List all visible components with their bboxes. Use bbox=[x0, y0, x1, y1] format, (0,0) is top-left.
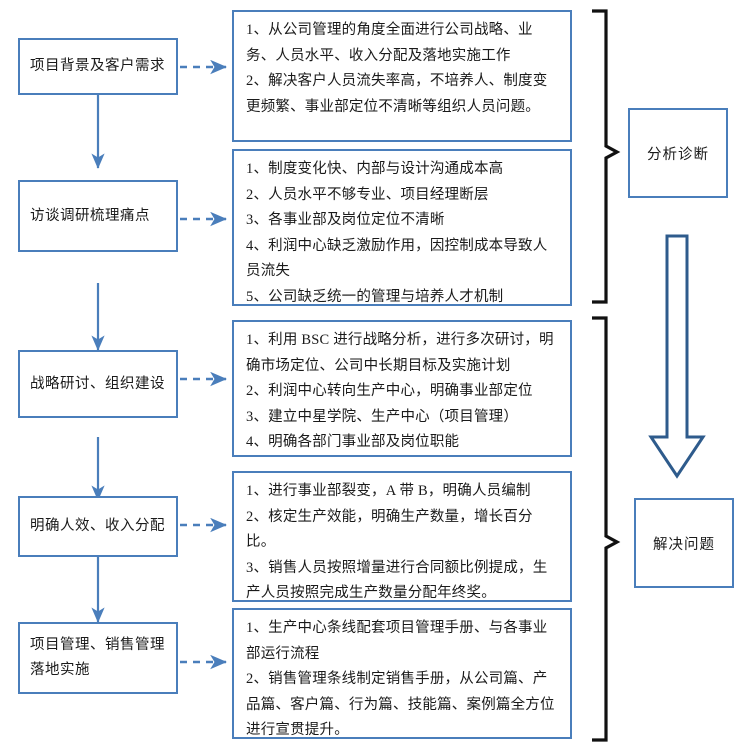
detail-box-5[interactable]: 1、生产中心条线配套项目管理手册、与各事业部运行流程 2、销售管理条线制定销售手… bbox=[232, 608, 572, 739]
detail-text-1: 1、从公司管理的角度全面进行公司战略、业务、人员水平、收入分配及落地实施工作 2… bbox=[246, 22, 548, 115]
process-box-2[interactable]: 访谈调研梳理痛点 bbox=[18, 180, 178, 252]
detail-box-3[interactable]: 1、利用 BSC 进行战略分析，进行多次研讨，明确市场定位、公司中长期目标及实施… bbox=[232, 320, 572, 457]
block-down-arrow-icon bbox=[648, 234, 706, 479]
phase-label-solution: 解决问题 bbox=[653, 536, 715, 553]
process-box-4[interactable]: 明确人效、收入分配 bbox=[18, 496, 178, 557]
detail-box-2[interactable]: 1、制度变化快、内部与设计沟通成本高 2、人员水平不够专业、项目经理断层 3、各… bbox=[232, 149, 572, 306]
process-label-5: 项目管理、销售管理落地实施 bbox=[30, 637, 165, 678]
process-label-4: 明确人效、收入分配 bbox=[30, 518, 165, 534]
phase-label-analysis: 分析诊断 bbox=[647, 146, 709, 163]
process-box-1[interactable]: 项目背景及客户需求 bbox=[18, 38, 178, 95]
process-label-3: 战略研讨、组织建设 bbox=[30, 375, 165, 392]
detail-text-5: 1、生产中心条线配套项目管理手册、与各事业部运行流程 2、销售管理条线制定销售手… bbox=[246, 620, 555, 738]
process-box-5[interactable]: 项目管理、销售管理落地实施 bbox=[18, 622, 178, 694]
brace-lower bbox=[592, 316, 621, 742]
detail-box-4[interactable]: 1、进行事业部裂变，A 带 B，明确人员编制 2、核定生产效能，明确生产数量，增… bbox=[232, 471, 572, 602]
detail-text-2: 1、制度变化快、内部与设计沟通成本高 2、人员水平不够专业、项目经理断层 3、各… bbox=[246, 161, 548, 305]
process-label-1: 项目背景及客户需求 bbox=[30, 58, 165, 74]
detail-box-1[interactable]: 1、从公司管理的角度全面进行公司战略、业务、人员水平、收入分配及落地实施工作 2… bbox=[232, 10, 572, 142]
brace-upper bbox=[592, 9, 621, 304]
detail-text-3: 1、利用 BSC 进行战略分析，进行多次研讨，明确市场定位、公司中长期目标及实施… bbox=[246, 332, 554, 450]
detail-text-4: 1、进行事业部裂变，A 带 B，明确人员编制 2、核定生产效能，明确生产数量，增… bbox=[246, 483, 548, 601]
phase-box-solution[interactable]: 解决问题 bbox=[634, 498, 734, 588]
phase-box-analysis[interactable]: 分析诊断 bbox=[628, 108, 728, 198]
process-box-3[interactable]: 战略研讨、组织建设 bbox=[18, 350, 178, 418]
process-label-2: 访谈调研梳理痛点 bbox=[30, 207, 150, 224]
